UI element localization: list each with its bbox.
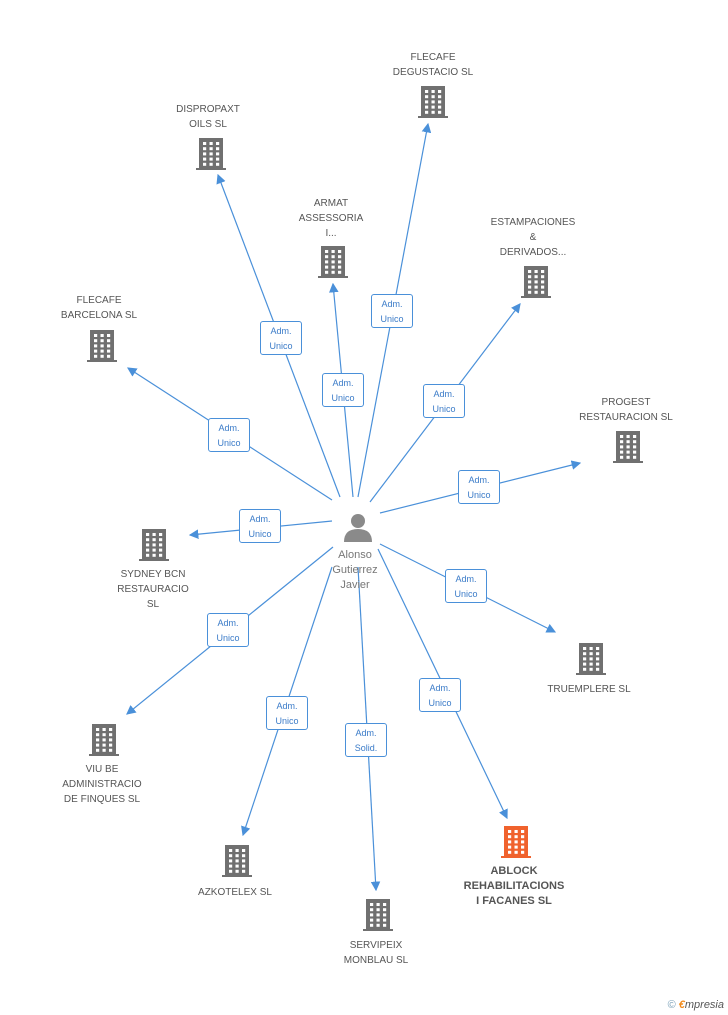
company-name-progest-restauracion[interactable]: PROGEST RESTAURACION SL	[579, 397, 673, 423]
role-label-viu-be[interactable]: Adm. Unico	[207, 613, 249, 647]
role-label-progest-restauracion[interactable]: Adm. Unico	[458, 470, 500, 504]
company-name-flecafe-barcelona[interactable]: FLECAFE BARCELONA SL	[60, 295, 138, 321]
empresia-logo: €mpresia	[678, 999, 724, 1011]
building-icon-ablock[interactable]	[501, 826, 531, 858]
company-name-sydney-bcn[interactable]: SYDNEY BCN RESTAURACIO SL	[117, 569, 189, 610]
building-icon-estampaciones-derivados[interactable]	[521, 266, 551, 298]
company-name-armat-assessoria[interactable]: ARMAT ASSESSORIA I...	[298, 198, 364, 239]
company-name-azkotelex[interactable]: AZKOTELEX SL	[198, 887, 272, 898]
role-label-flecafe-barcelona[interactable]: Adm. Unico	[208, 418, 250, 452]
building-icon-armat-assessoria[interactable]	[318, 246, 348, 278]
person-name[interactable]: Alonso Gutierrez Javier	[332, 549, 378, 591]
person-icon	[344, 514, 372, 542]
role-label-dispropaxt-oils[interactable]: Adm. Unico	[260, 321, 302, 355]
building-icon-truemplere[interactable]	[576, 643, 606, 675]
company-name-estampaciones-derivados[interactable]: ESTAMPACIONES & DERIVADOS...	[490, 217, 576, 258]
building-icon-flecafe-barcelona[interactable]	[87, 330, 117, 362]
building-icon-flecafe-degustacio[interactable]	[418, 86, 448, 118]
company-name-dispropaxt-oils[interactable]: DISPROPAXT OILS SL	[176, 104, 240, 130]
company-name-servipeix[interactable]: SERVIPEIX MONBLAU SL	[343, 940, 409, 966]
building-icon-dispropaxt-oils[interactable]	[196, 138, 226, 170]
company-name-truemplere[interactable]: TRUEMPLERE SL	[547, 684, 631, 695]
role-label-azkotelex[interactable]: Adm. Unico	[266, 696, 308, 730]
company-name-flecafe-degustacio[interactable]: FLECAFE DEGUSTACIO SL	[392, 52, 474, 78]
role-label-servipeix[interactable]: Adm. Solid.	[345, 723, 387, 757]
company-name-ablock[interactable]: ABLOCK REHABILITACIONS I FACANES SL	[463, 865, 565, 907]
role-label-flecafe-degustacio[interactable]: Adm. Unico	[371, 294, 413, 328]
building-icon-sydney-bcn[interactable]	[139, 529, 169, 561]
role-label-sydney-bcn[interactable]: Adm. Unico	[239, 509, 281, 543]
footer-brand: © €mpresia	[668, 999, 724, 1011]
building-icon-progest-restauracion[interactable]	[613, 431, 643, 463]
company-name-viu-be[interactable]: VIU BE ADMINISTRACIO DE FINQUES SL	[62, 764, 142, 805]
role-label-estampaciones-derivados[interactable]: Adm. Unico	[423, 384, 465, 418]
role-label-ablock[interactable]: Adm. Unico	[419, 678, 461, 712]
copyright-symbol: ©	[667, 999, 676, 1011]
building-icon-viu-be[interactable]	[89, 724, 119, 756]
building-icon-servipeix[interactable]	[363, 899, 393, 931]
building-icon-azkotelex[interactable]	[222, 845, 252, 877]
role-label-armat-assessoria[interactable]: Adm. Unico	[322, 373, 364, 407]
role-label-truemplere[interactable]: Adm. Unico	[445, 569, 487, 603]
